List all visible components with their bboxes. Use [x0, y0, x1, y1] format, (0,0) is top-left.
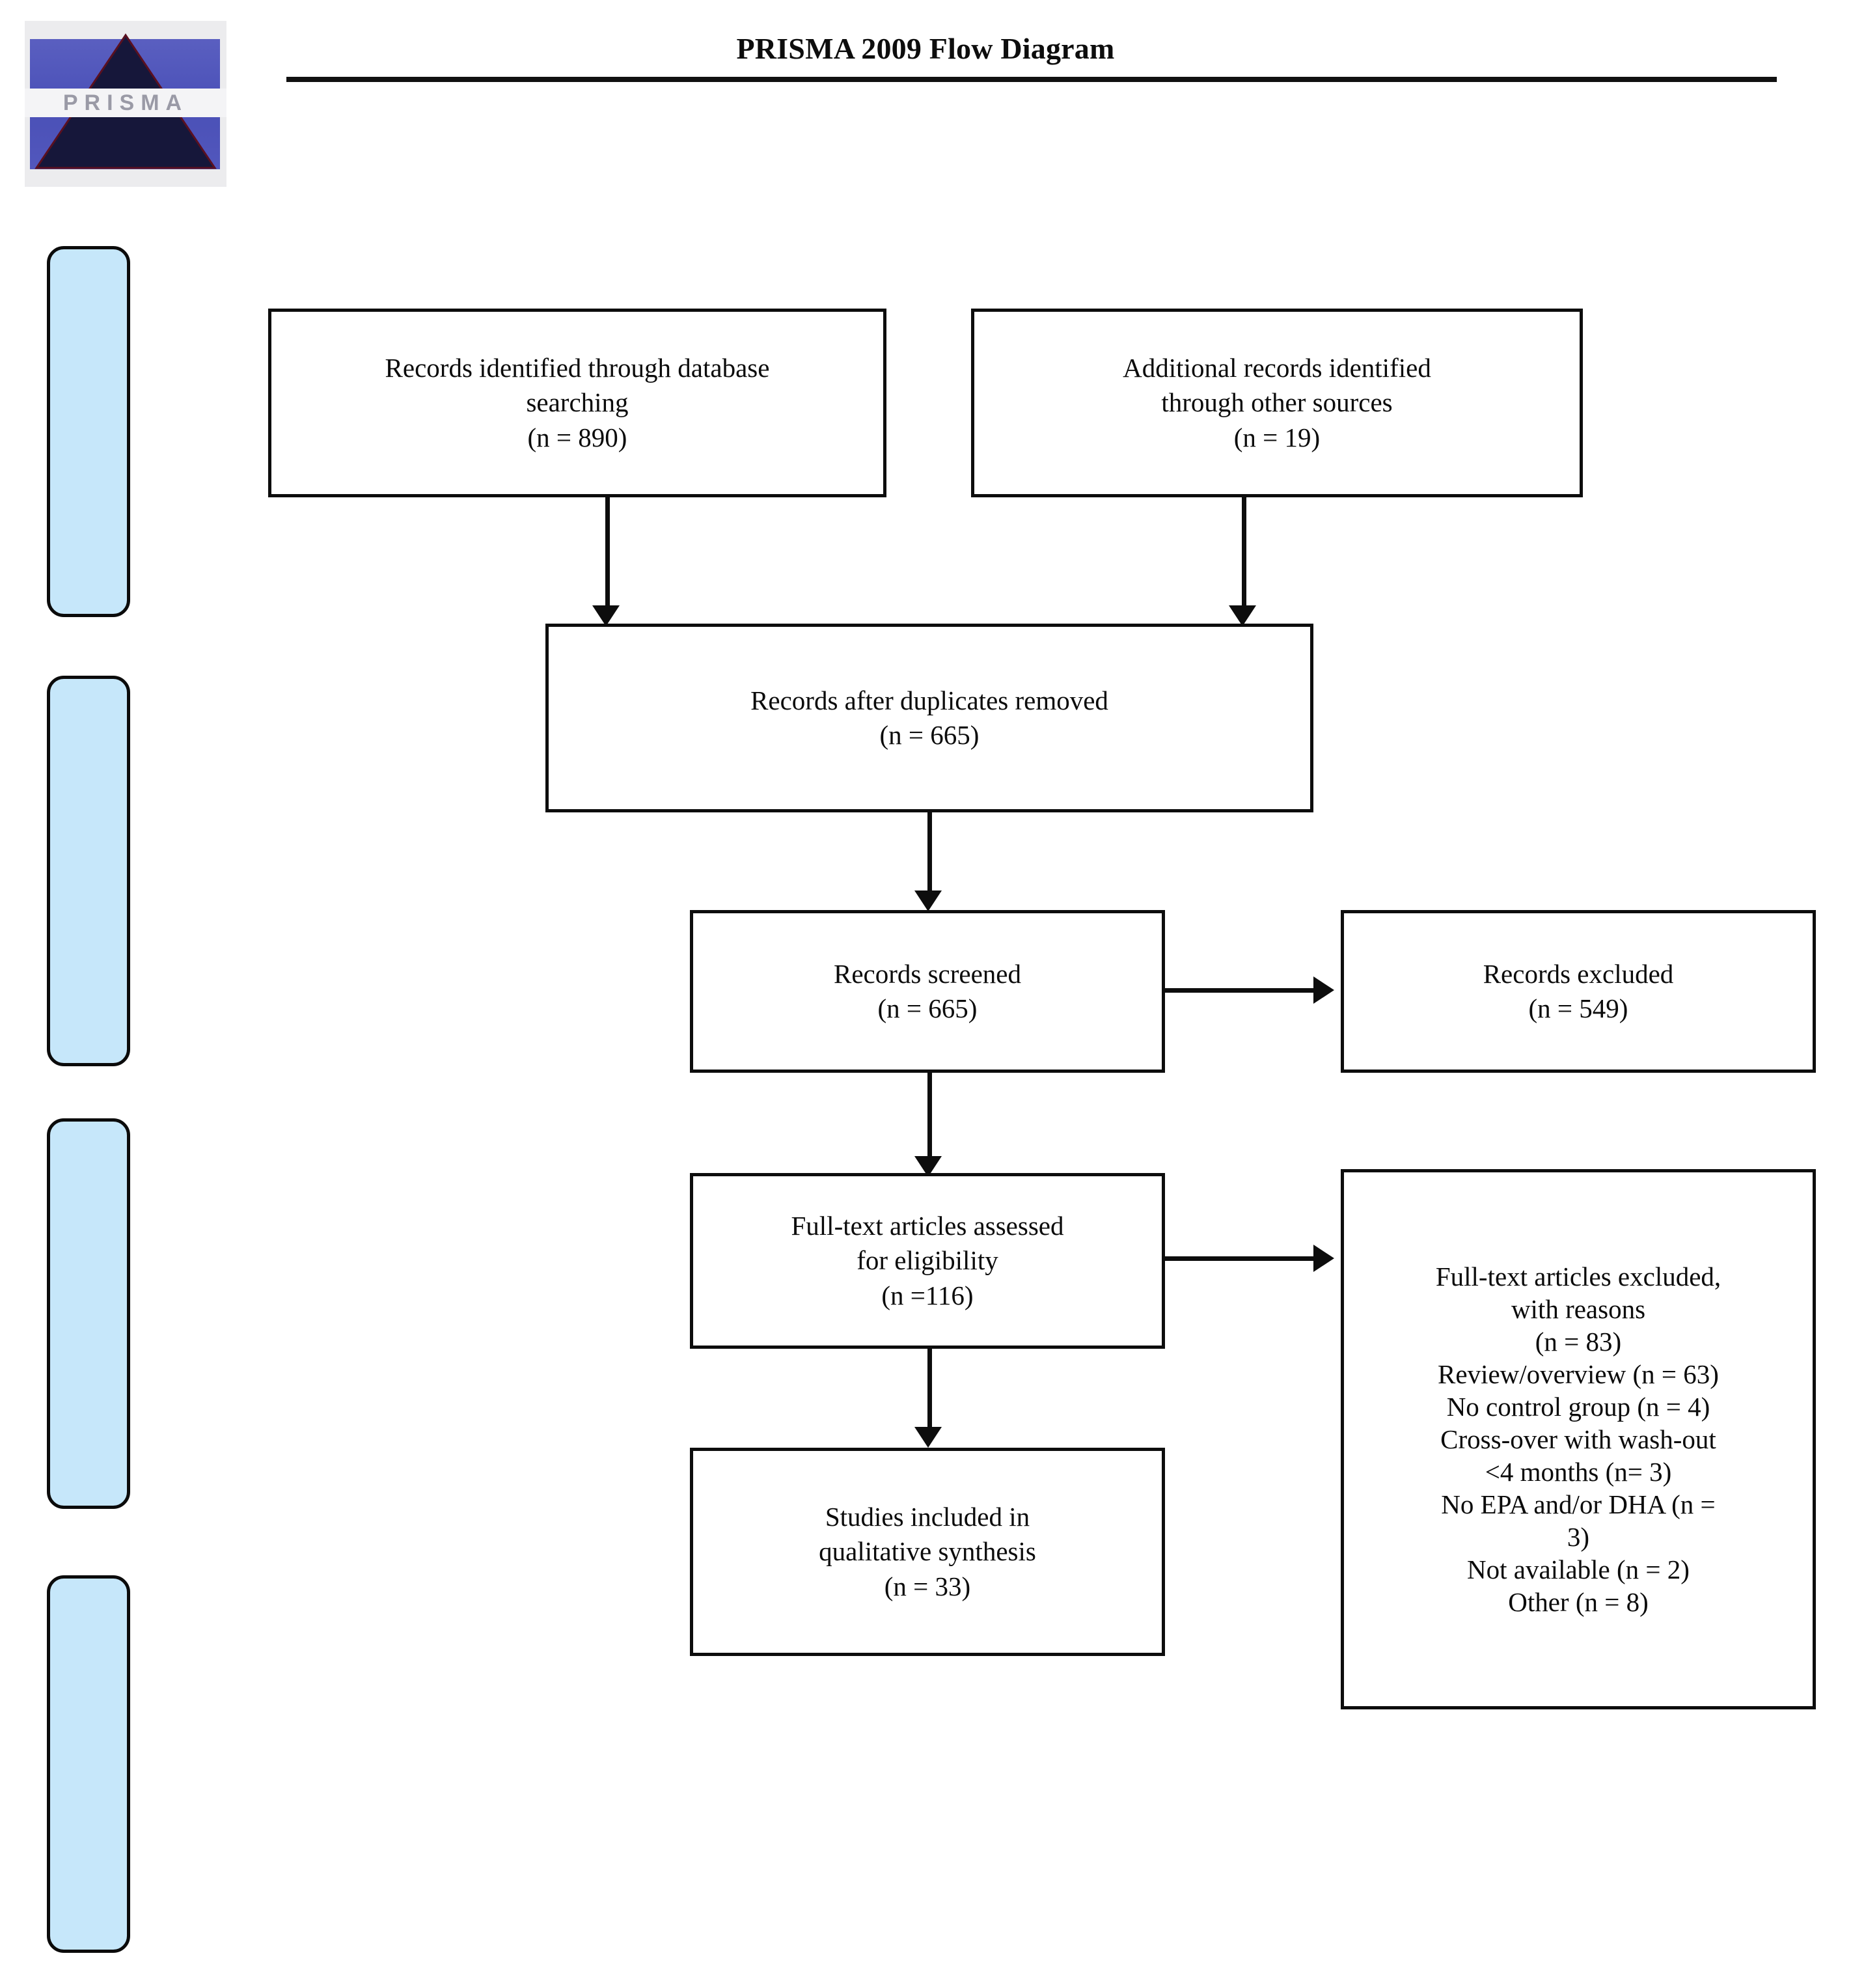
page-title: PRISMA 2009 Flow Diagram: [736, 32, 1115, 65]
connector-db-to-duplicates-line: [605, 497, 610, 614]
box-studies-included-qualitative-synthesis-text: Studies included in qualitative synthesi…: [819, 1502, 1036, 1601]
connector-fulltext-to-included-arrow: [914, 1427, 942, 1448]
box-records-identified-database: Records identified through database sear…: [268, 309, 886, 497]
box-fulltext-articles-excluded-with-reasons-text: Full-text articles excluded, with reason…: [1435, 1261, 1721, 1618]
box-records-screened-text: Records screened (n = 665): [833, 958, 1021, 1023]
connector-db-to-duplicates-arrow: [592, 605, 620, 626]
box-records-excluded-text: Records excluded (n = 549): [1483, 958, 1674, 1023]
connector-other-to-duplicates-arrow: [1229, 605, 1256, 626]
connector-screened-to-fulltext-line: [927, 1073, 932, 1164]
connector-screened-to-excluded-arrow: [1313, 976, 1334, 1004]
connector-duplicates-to-screened-line: [927, 812, 932, 897]
prisma-logo: PRISMA: [25, 21, 226, 187]
connector-fulltext-to-excluded-arrow: [1313, 1245, 1334, 1272]
box-fulltext-articles-excluded-with-reasons: Full-text articles excluded, with reason…: [1341, 1169, 1816, 1709]
box-records-after-duplicates-removed-text: Records after duplicates removed (n = 66…: [750, 685, 1108, 750]
box-records-identified-database-text: Records identified through database sear…: [385, 353, 770, 452]
connector-screened-to-excluded-line: [1165, 988, 1328, 993]
box-records-after-duplicates-removed: Records after duplicates removed (n = 66…: [545, 624, 1313, 812]
stage-bar-included: [47, 1575, 130, 1953]
box-records-excluded: Records excluded (n = 549): [1341, 910, 1816, 1073]
logo-white-stripe: [25, 89, 226, 117]
box-records-screened: Records screened (n = 665): [690, 910, 1165, 1073]
stage-bar-screening: [47, 676, 130, 1066]
title-divider: [286, 77, 1777, 82]
logo-wordmark: PRISMA: [62, 90, 189, 115]
connector-duplicates-to-screened-arrow: [914, 890, 942, 911]
box-additional-records-other-sources: Additional records identified through ot…: [971, 309, 1583, 497]
stage-bar-eligibility: [47, 1118, 130, 1509]
box-fulltext-articles-assessed: Full-text articles assessed for eligibil…: [690, 1173, 1165, 1349]
connector-fulltext-to-included-line: [927, 1349, 932, 1433]
connector-fulltext-to-excluded-line: [1165, 1256, 1328, 1261]
box-fulltext-articles-assessed-text: Full-text articles assessed for eligibil…: [791, 1211, 1064, 1310]
box-additional-records-other-sources-text: Additional records identified through ot…: [1123, 353, 1431, 452]
stage-bar-identification: [47, 246, 130, 617]
connector-other-to-duplicates-line: [1242, 497, 1246, 614]
box-studies-included-qualitative-synthesis: Studies included in qualitative synthesi…: [690, 1448, 1165, 1656]
